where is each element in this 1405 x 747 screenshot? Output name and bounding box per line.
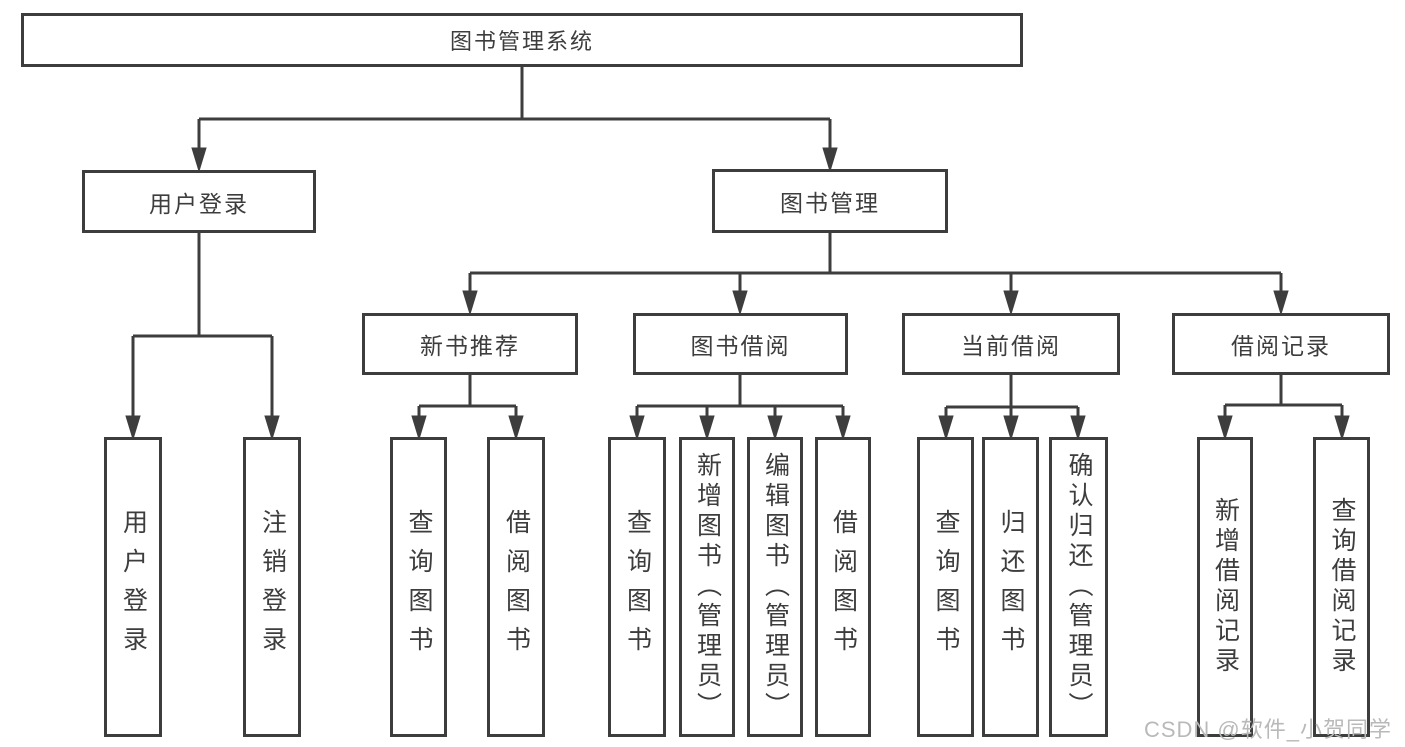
arrowhead-icon	[835, 415, 851, 441]
leaf-add-book-admin: 新增图书（管理员）	[679, 437, 735, 737]
connector-book-borrowing-to-leaves	[629, 374, 851, 441]
node-label: 图书管理	[780, 190, 880, 216]
arrowhead-icon	[191, 147, 207, 173]
leaf-borrow-books-recommend: 借阅图书	[487, 437, 545, 737]
leaf-add-borrow-record: 新增借阅记录	[1197, 437, 1253, 737]
leaf-label: 编辑图书（管理员）	[761, 452, 790, 722]
watermark: CSDN @软件_小贺同学	[1143, 717, 1392, 742]
leaf-label: 查询借阅记录	[1328, 497, 1356, 677]
leaf-label: 借阅图书	[829, 509, 858, 665]
arrowhead-icon	[767, 415, 783, 441]
arrowhead-icon	[264, 415, 280, 441]
node-current-borrowing: 当前借阅	[902, 313, 1120, 375]
node-new-book-recommend: 新书推荐	[362, 313, 578, 375]
arrowhead-icon	[699, 415, 715, 441]
leaf-label: 查询图书	[623, 509, 652, 665]
leaf-user-login: 用户登录	[104, 437, 162, 737]
leaf-edit-book-admin: 编辑图书（管理员）	[747, 437, 803, 737]
leaf-label: 注销登录	[258, 509, 287, 665]
node-root-label: 图书管理系统	[449, 29, 594, 54]
connector-book-management-to-level3	[462, 232, 1289, 316]
leaf-logout: 注销登录	[243, 437, 301, 737]
connector-new-book-recommend-to-leaves	[411, 374, 524, 441]
arrowhead-icon	[732, 290, 748, 316]
leaf-confirm-return-admin: 确认归还（管理员）	[1049, 437, 1108, 737]
leaf-label: 确认归还（管理员）	[1065, 452, 1093, 722]
leaf-return-books: 归还图书	[982, 437, 1039, 737]
node-borrow-records: 借阅记录	[1172, 313, 1390, 375]
node-label: 用户登录	[149, 190, 249, 217]
leaf-query-books-current: 查询图书	[917, 437, 974, 737]
node-label: 图书借阅	[690, 333, 791, 359]
arrowhead-icon	[125, 415, 141, 441]
arrowhead-icon	[1334, 415, 1350, 441]
leaf-borrow-books-borrowing: 借阅图书	[815, 437, 871, 737]
arrowhead-icon	[1003, 415, 1019, 441]
node-book-management: 图书管理	[712, 169, 948, 233]
node-book-borrowing: 图书借阅	[633, 313, 848, 375]
node-label: 新书推荐	[420, 333, 520, 359]
connector-user-login-to-leaves	[125, 232, 280, 441]
node-root: 图书管理系统	[21, 13, 1023, 67]
leaf-query-books-borrowing: 查询图书	[608, 437, 666, 737]
connector-root-to-level2	[191, 66, 838, 173]
leaf-label: 新增借阅记录	[1211, 497, 1240, 677]
node-user-login: 用户登录	[82, 170, 316, 233]
arrowhead-icon	[1070, 415, 1086, 441]
connector-borrow-records-to-leaves	[1217, 374, 1350, 441]
leaf-label: 用户登录	[119, 509, 148, 665]
node-label: 借阅记录	[1231, 333, 1331, 359]
leaf-label: 新增图书（管理员）	[693, 452, 722, 722]
arrowhead-icon	[411, 415, 427, 441]
arrowhead-icon	[629, 415, 645, 441]
leaf-query-borrow-record: 查询借阅记录	[1313, 437, 1370, 737]
arrowhead-icon	[1273, 290, 1289, 316]
arrowhead-icon	[822, 147, 838, 173]
arrowhead-icon	[1003, 290, 1019, 316]
node-label: 当前借阅	[961, 333, 1061, 359]
connector-current-borrowing-to-leaves	[938, 374, 1086, 441]
leaf-query-books-recommend: 查询图书	[390, 437, 447, 737]
arrowhead-icon	[938, 415, 954, 441]
leaf-label: 归还图书	[997, 509, 1025, 665]
arrowhead-icon	[462, 290, 478, 316]
arrowhead-icon	[1217, 415, 1233, 441]
leaf-label: 查询图书	[405, 509, 433, 665]
arrowhead-icon	[508, 415, 524, 441]
leaf-label: 查询图书	[932, 509, 960, 665]
leaf-label: 借阅图书	[502, 509, 531, 665]
